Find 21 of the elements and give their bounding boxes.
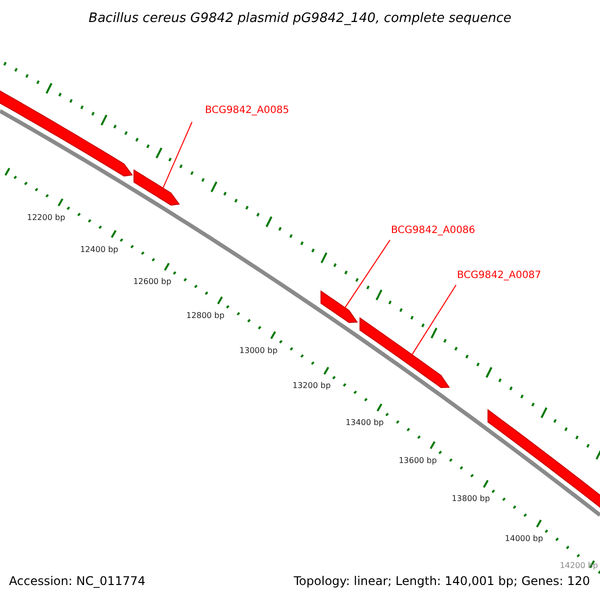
position-label: 12400 bp <box>80 246 118 254</box>
title: Bacillus cereus G9842 plasmid pG9842_140, complete sequence <box>88 10 512 28</box>
leader-line <box>412 284 456 356</box>
position-label: 13200 bp <box>292 382 331 390</box>
position-label: 13000 bp <box>239 346 278 355</box>
summary-text: Topology: linear; Length: 140,001 bp; Genes: 120 <box>294 575 590 587</box>
position-label: 13600 bp <box>398 456 437 465</box>
position-label: 12600 bp <box>133 278 172 286</box>
position-label: 12800 bp <box>186 312 224 320</box>
gene-label: BCG9842_A0085 <box>205 106 290 116</box>
gene-arrow <box>320 290 358 323</box>
position-label: 13400 bp <box>346 418 384 427</box>
gene-label: BCG9842_A0087 <box>457 271 542 281</box>
gene-arrow <box>360 317 450 388</box>
accession-text: Accession: NC_011774 <box>9 575 146 587</box>
position-label: 13800 bp <box>452 495 490 504</box>
gene-label: BCG9842_A0086 <box>391 226 476 236</box>
leader-line <box>344 240 390 308</box>
position-label: 12200 bp <box>27 214 66 222</box>
leader-line <box>162 122 192 189</box>
gene-arrow <box>134 169 180 206</box>
